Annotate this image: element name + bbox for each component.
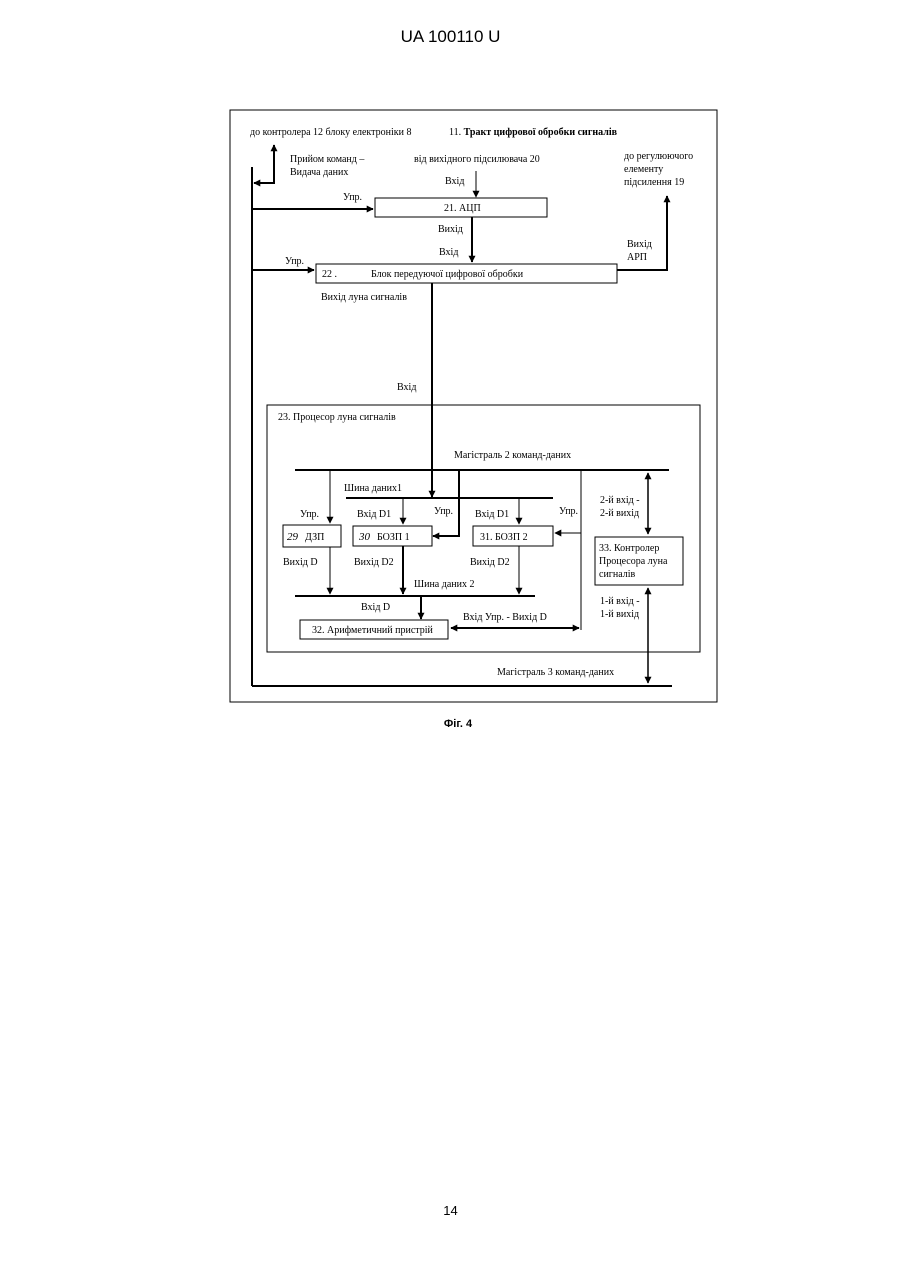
bozp2-control-label: Упр. [559,506,578,517]
alu-label: 32. Арифметичний пристрій [312,625,434,636]
bus3-label: Магістраль 3 команд-даних [497,667,614,678]
from-amp-label: від вихідного підсилювача 20 [414,154,540,165]
tract-title-num: 11. [449,127,461,138]
to-controller-label: до контролера 12 блоку електроніки 8 [250,127,412,138]
to-reg-label-3: підсилення 19 [624,177,684,188]
page-number: 14 [0,1203,901,1218]
adc-input-label: Вхід [445,176,464,187]
dzp-control-label: Упр. [300,509,319,520]
alu-input-label: Вхід D [361,602,390,613]
controller33-label-2: Процесора луна [599,556,668,567]
adc-control-label: Упр. [343,192,362,203]
adc-output-label: Вихід [438,224,463,235]
controller33-label-3: сигналів [599,569,636,580]
dzp-num: 29 [287,531,299,543]
to-reg-label-1: до регулюючого [624,151,693,162]
in2-out2-label-2: 2-й вихід [600,508,639,519]
in1-out1-label-2: 1-й вихід [600,609,639,620]
adc-label: 21. АЦП [444,203,481,214]
tract-title: 11. Тракт цифрової обробки сигналів [449,127,618,138]
data-bus2-label: Шина даних 2 [414,579,474,590]
to-reg-label-2: елементу [624,164,663,175]
tract-title-text: Тракт цифрової обробки сигналів [464,127,618,138]
bozp1-control-arrow [433,470,459,536]
dzp-output-label: Вихід D [283,557,318,568]
block22-input-label: Вхід [439,247,458,258]
in2-out2-label-1: 2-й вхід - [600,495,640,506]
bozp2-input-label: Вхід D1 [475,509,509,520]
bozp2-label: 31. БОЗП 2 [480,532,528,543]
agc-output-label-1: Вихід [627,239,652,250]
bozp2-output-label: Вихід D2 [470,557,510,568]
in1-out1-label-1: 1-й вхід - [600,596,640,607]
cmd-rx-label-1: Прийом команд – [290,154,365,165]
processor-input-label: Вхід [397,382,416,393]
alu-io-label: Вхід Упр. - Вихід D [463,612,547,623]
bus2-label: Магістраль 2 команд-даних [454,450,571,461]
bozp1-num: 30 [358,531,371,543]
controller33-label-1: 33. Контролер [599,543,659,554]
block22-control-label: Упр. [285,256,304,267]
processor-title: 23. Процесор луна сигналів [278,412,396,423]
bozp1-input-label: Вхід D1 [357,509,391,520]
echo-output-label: Вихід луна сигналів [321,292,407,303]
bozp1-output-label: Вихід D2 [354,557,394,568]
dzp-label: ДЗП [305,532,324,543]
block22-num: 22 . [322,269,337,280]
data-bus1-label: Шина даних1 [344,483,402,494]
bozp1-label: БОЗП 1 [377,532,410,543]
cmd-rx-label-2: Видача даних [290,167,348,178]
agc-output-label-2: АРП [627,252,647,263]
bozp1-control-label: Упр. [434,506,453,517]
block22-label: Блок передуючої цифрової обробки [371,269,524,280]
figure-caption: Фіг. 4 [444,718,473,730]
controller-link-arrow [256,145,274,183]
